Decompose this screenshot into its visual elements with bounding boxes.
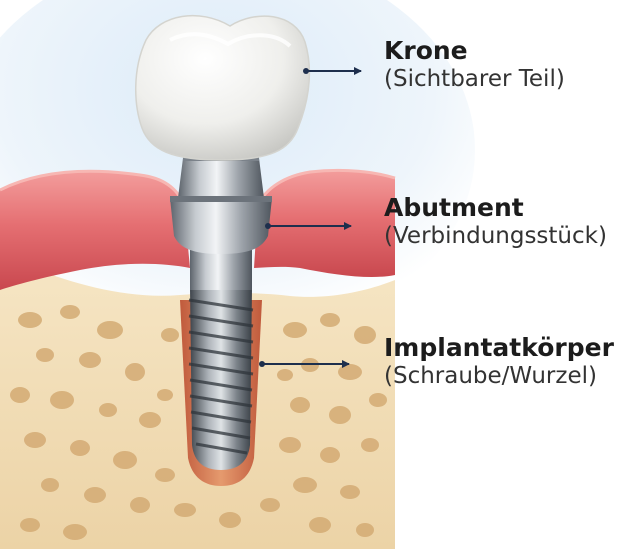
arrow-crown-dot [303,68,309,74]
label-crown: Krone (Sichtbarer Teil) [384,36,565,94]
label-crown-title: Krone [384,36,565,66]
label-crown-subtitle: (Sichtbarer Teil) [384,66,565,94]
label-implant-subtitle: (Schraube/Wurzel) [384,363,614,391]
label-implant: Implantatkörper (Schraube/Wurzel) [384,333,614,391]
label-implant-title: Implantatkörper [384,333,614,363]
arrow-abutment-dot [265,223,271,229]
label-abutment: Abutment (Verbindungsstück) [384,193,607,251]
label-abutment-title: Abutment [384,193,607,223]
arrow-implant-dot [259,361,265,367]
label-abutment-subtitle: (Verbindungsstück) [384,223,607,251]
implant-screw [189,288,253,470]
crown [136,16,310,160]
